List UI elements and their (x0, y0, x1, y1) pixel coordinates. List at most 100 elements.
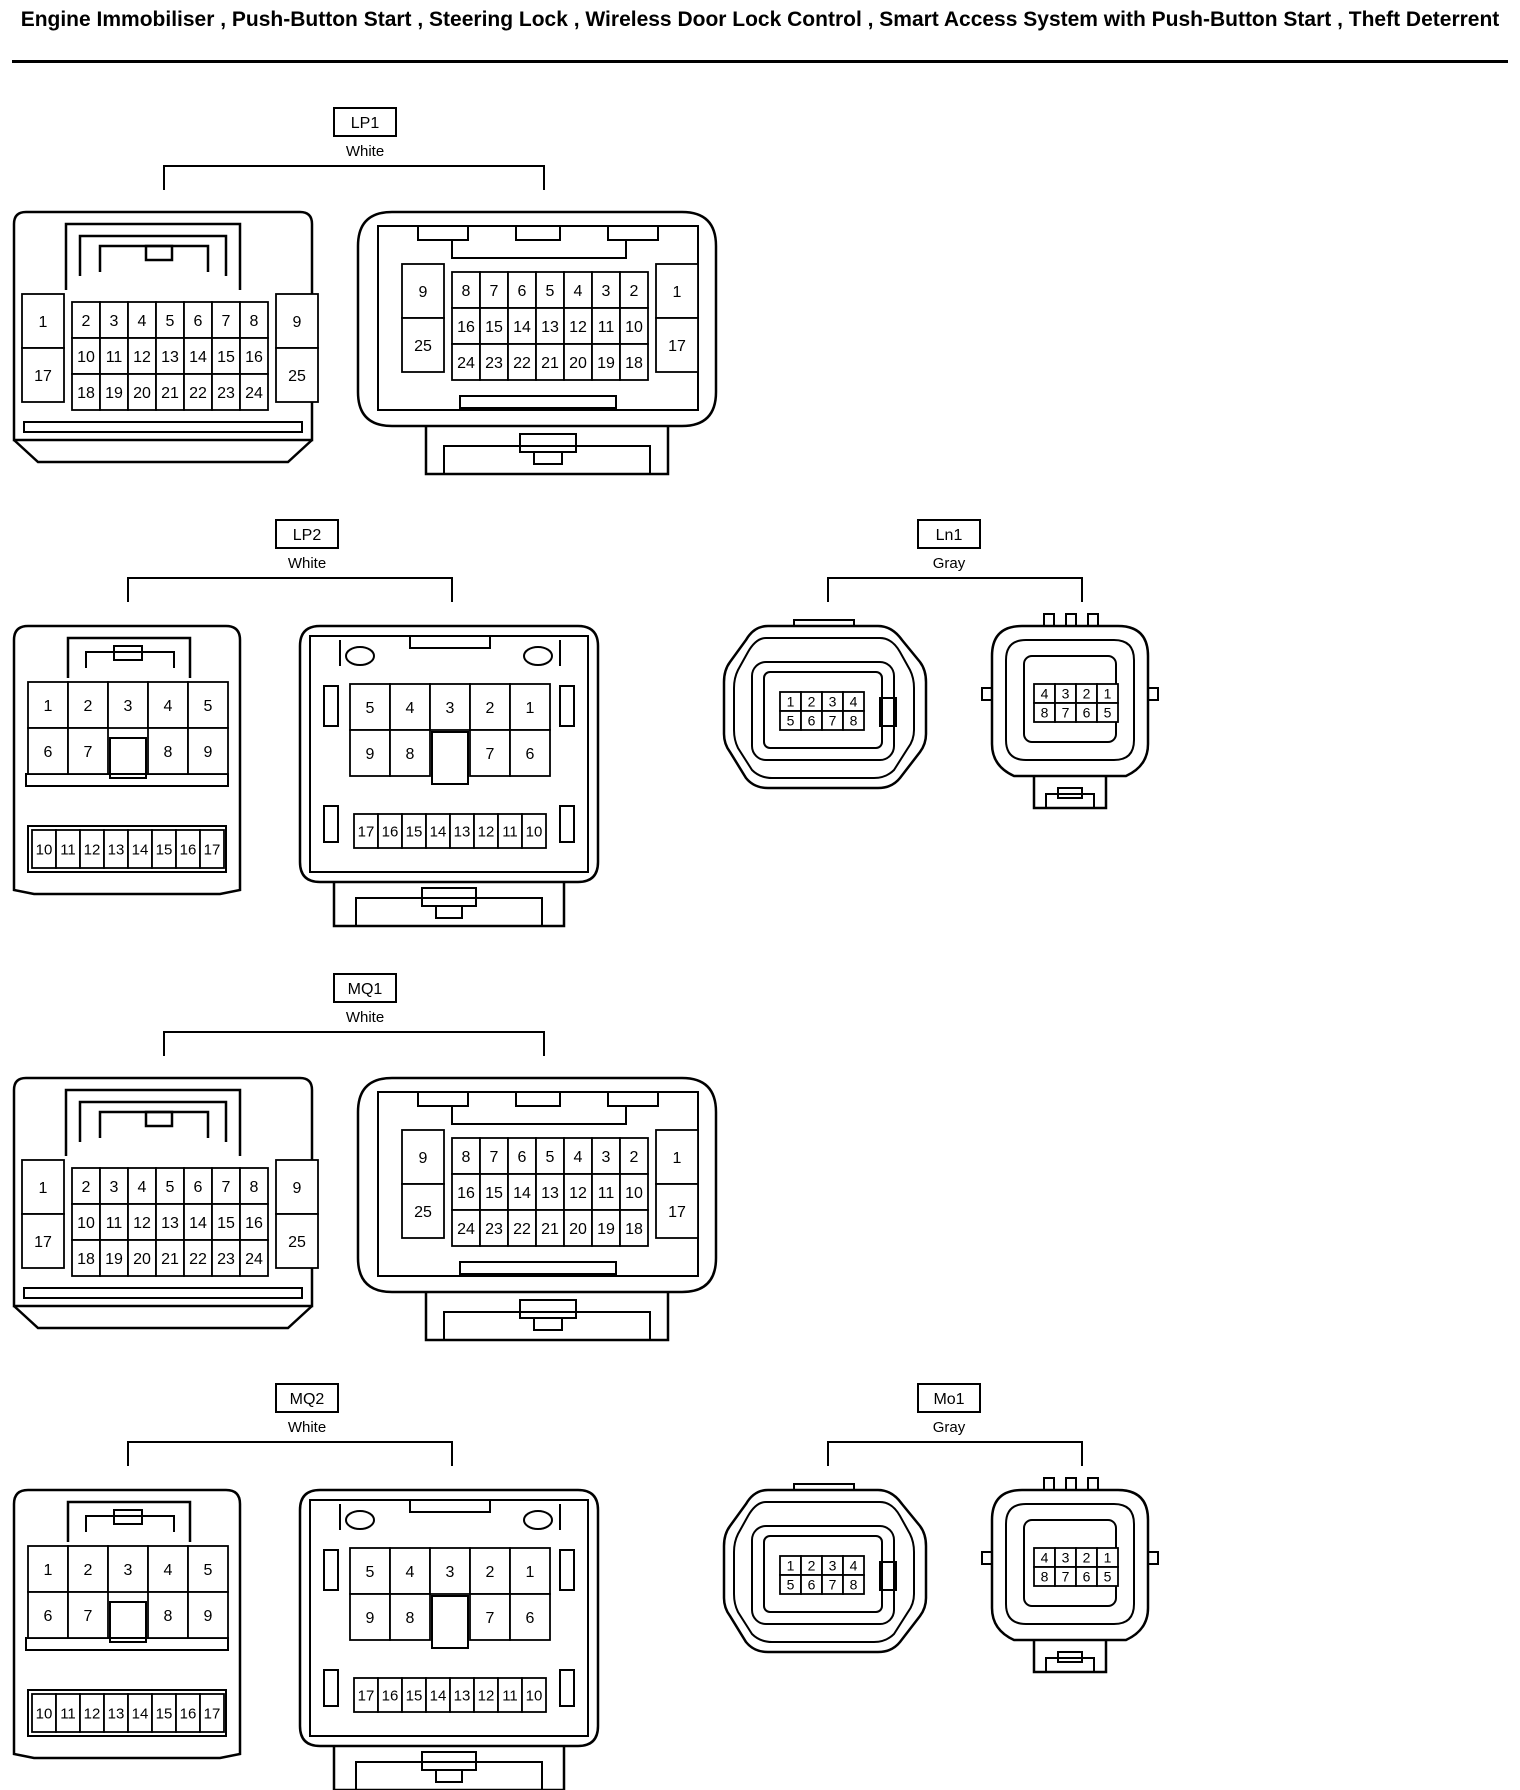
pin-number: 17 (204, 1705, 221, 1722)
pin-cell: 5 (349, 1547, 391, 1595)
pin-cell: 7 (479, 271, 509, 309)
pin-cell: 12 (563, 1173, 593, 1211)
pin-number: 18 (625, 355, 643, 372)
pin-number: 7 (222, 1179, 231, 1196)
pin-number: 8 (850, 713, 858, 729)
pin-cell: 12 (473, 1677, 499, 1713)
pin-cell: 21 (155, 373, 185, 411)
pin-number: 9 (204, 744, 213, 761)
pin-number: 1 (44, 1562, 53, 1579)
pin-number: 5 (366, 700, 375, 717)
pin-cell: 6 (509, 1593, 551, 1641)
pin-number: 14 (430, 1687, 447, 1704)
pin-cell: 11 (55, 829, 81, 869)
pin-cell: 10 (521, 813, 547, 849)
pin-cell: 13 (103, 829, 129, 869)
pin-number: 2 (82, 1179, 91, 1196)
pin-cell: 12 (127, 337, 157, 375)
pin-number: 17 (34, 1234, 52, 1251)
pin-number: 6 (808, 713, 816, 729)
pin-cell: 17 (21, 1213, 65, 1269)
pin-number: 1 (673, 1150, 682, 1167)
pin-cell: 11 (591, 1173, 621, 1211)
pin-cell: 5 (779, 1574, 802, 1595)
pin-cell: 4 (842, 691, 865, 712)
pin-cell: 23 (479, 343, 509, 381)
pin-number: 23 (217, 1251, 235, 1268)
pin-number: 2 (84, 1562, 93, 1579)
pin-cell: 21 (155, 1239, 185, 1277)
pin-number: 22 (513, 1221, 531, 1238)
pin-cell: 8 (451, 1137, 481, 1175)
pin-number: 19 (597, 1221, 615, 1238)
pin-number: 19 (105, 1251, 123, 1268)
pin-cell: 16 (175, 829, 201, 869)
pin-cell: 3 (99, 301, 129, 339)
pin-cell: 2 (71, 1167, 101, 1205)
pin-cell: 2 (800, 691, 823, 712)
pin-number: 15 (217, 1215, 235, 1232)
pin-number: 12 (478, 823, 495, 840)
pin-number: 4 (1041, 1550, 1049, 1566)
pin-cell: 7 (211, 301, 241, 339)
pin-cell: 17 (21, 347, 65, 403)
pin-number: 12 (478, 1687, 495, 1704)
title-divider (12, 60, 1508, 63)
pin-cell: 20 (127, 1239, 157, 1277)
pin-number: 8 (462, 283, 471, 300)
pin-number: 12 (569, 319, 587, 336)
pin-number: 6 (194, 313, 203, 330)
pin-number: 19 (597, 355, 615, 372)
pin-number: 23 (485, 355, 503, 372)
pin-cell: 8 (239, 1167, 269, 1205)
pin-number: 8 (250, 313, 259, 330)
pin-number: 10 (36, 1705, 53, 1722)
pin-cell: 4 (127, 1167, 157, 1205)
pin-number: 15 (156, 841, 173, 858)
pin-number: 23 (217, 385, 235, 402)
pin-number: 18 (625, 1221, 643, 1238)
pin-number: 25 (288, 1234, 306, 1251)
pin-cell: 5 (535, 1137, 565, 1175)
pin-cell: 10 (619, 1173, 649, 1211)
pin-cell: 22 (507, 343, 537, 381)
pin-cell: 16 (239, 337, 269, 375)
pin-cell: 24 (239, 1239, 269, 1277)
connector-lp1-id: LP1 (351, 115, 380, 132)
pin-cell: 3 (591, 1137, 621, 1175)
pin-number: 24 (457, 355, 475, 372)
pin-number: 16 (382, 823, 399, 840)
pin-cell: 20 (563, 1209, 593, 1247)
pin-cell: 14 (183, 1203, 213, 1241)
pin-number: 21 (161, 1251, 179, 1268)
pin-cell: 6 (1075, 1566, 1098, 1587)
pin-number: 18 (77, 385, 95, 402)
pin-cell: 2 (71, 301, 101, 339)
pin-cell: 5 (779, 710, 802, 731)
pin-cell: 15 (479, 307, 509, 345)
pin-cell: 2 (1075, 683, 1098, 704)
pin-cell: 1 (27, 681, 69, 729)
pin-number: 2 (1083, 1550, 1091, 1566)
pin-cell: 2 (619, 1137, 649, 1175)
pin-number: 8 (1041, 1569, 1049, 1585)
pin-number: 17 (204, 841, 221, 858)
pin-number: 4 (850, 1558, 858, 1574)
pin-cell: 3 (1054, 683, 1077, 704)
pin-number: 8 (462, 1149, 471, 1166)
pin-cell: 3 (821, 691, 844, 712)
pin-cell: 5 (349, 683, 391, 731)
pin-cell: 9 (401, 263, 445, 319)
pin-number: 4 (406, 700, 415, 717)
pin-cell: 3 (107, 1545, 149, 1593)
pin-cell: 11 (497, 1677, 523, 1713)
pin-cell: 8 (389, 1593, 431, 1641)
connector-lp1-color: White (346, 143, 384, 160)
connector-mq1-color: White (346, 1009, 384, 1026)
